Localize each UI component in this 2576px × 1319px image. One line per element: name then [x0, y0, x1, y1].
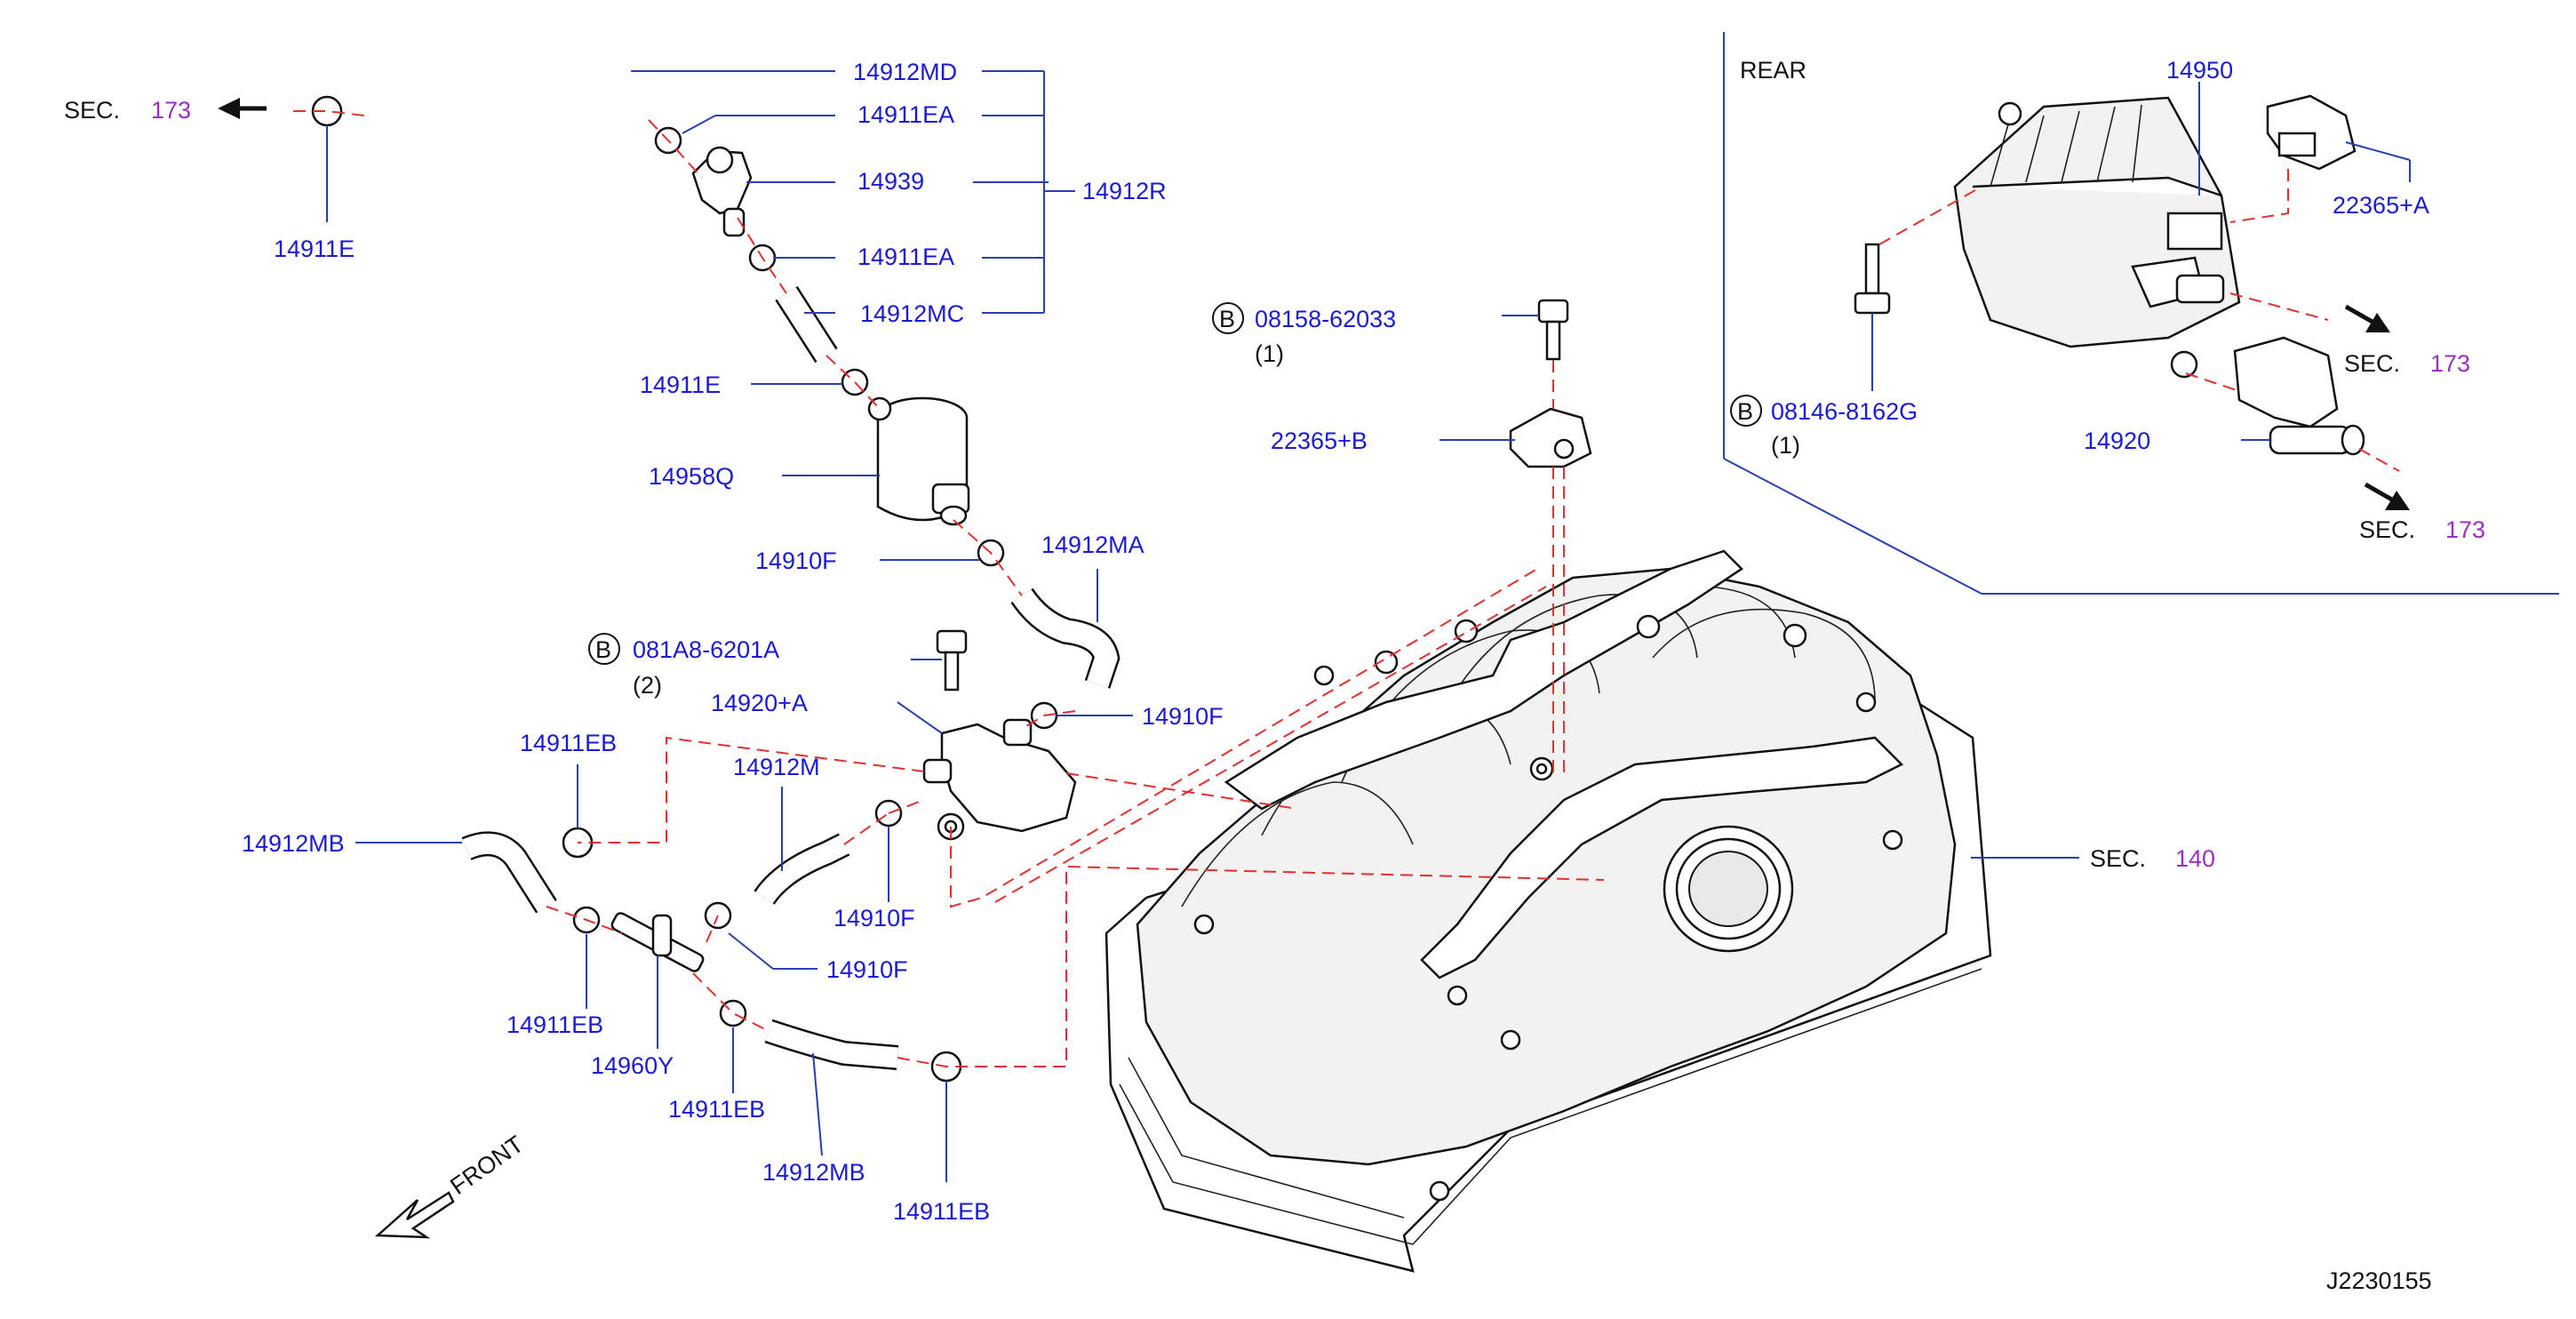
b-mark: B [595, 636, 611, 663]
sec-number: 173 [151, 97, 191, 124]
connector-14960y [610, 912, 705, 972]
bolt-08146-code: 08146-8162G [1771, 398, 1918, 425]
part-22365b: 22365+B [1271, 428, 1368, 454]
part-14911eb-mid: 14911EB [668, 1096, 765, 1123]
part-14910f-top: 14910F [755, 548, 837, 574]
diagram-id: J2230155 [2326, 1267, 2432, 1294]
part-14912md: 14912MD [853, 59, 957, 85]
arrow-right-icon [2344, 304, 2390, 332]
bolt-b-circle-icon: B [588, 633, 620, 665]
part-14960y: 14960Y [591, 1052, 674, 1079]
part-14911eb-bottom: 14911EB [893, 1198, 990, 1225]
part-14910f-lower: 14910F [833, 905, 915, 931]
bolt-b-circle-icon: B [1212, 302, 1244, 334]
sec-number: 173 [2445, 516, 2485, 543]
part-14920: 14920 [2084, 428, 2150, 454]
arrow-right-icon [2364, 482, 2410, 510]
part-14910f-mid: 14910F [1142, 703, 1224, 730]
bolt-08158-qty: (1) [1255, 340, 1284, 367]
bolt-081a8-qty: (2) [633, 672, 662, 699]
sec-label: SEC. [2344, 350, 2400, 377]
part-14911ea-1: 14911EA [857, 101, 954, 128]
sec-label: SEC. [2359, 516, 2415, 543]
bolt-08146 [1854, 243, 1891, 315]
part-14912mb-left: 14912MB [242, 830, 345, 857]
part-14911e-top: 14911E [274, 236, 355, 262]
sec-number: 173 [2430, 350, 2470, 377]
front-label: FRONT [445, 1131, 528, 1200]
part-14912ma: 14912MA [1041, 532, 1144, 558]
part-14912mc: 14912MC [860, 300, 964, 327]
bolt-08158 [1537, 299, 1569, 361]
dashed-routing [293, 110, 2400, 1067]
arrow-left-icon [218, 98, 267, 119]
valve-14920 [2233, 336, 2365, 456]
part-14912r: 14912R [1082, 178, 1167, 204]
leader-lines [326, 70, 2411, 1182]
b-mark: B [1219, 306, 1235, 332]
sensor-22365a [2266, 94, 2357, 171]
part-14911eb-top: 14911EB [520, 730, 617, 756]
valve-14939 [691, 146, 753, 237]
hoses [358, 56, 1121, 1070]
front-arrow-icon [374, 1191, 455, 1239]
b-mark: B [1737, 398, 1753, 425]
sec-label: SEC. [64, 97, 120, 124]
part-14911e-mid: 14911E [640, 372, 721, 398]
part-14911eb-left: 14911EB [506, 1011, 603, 1038]
part-22365a: 22365+A [2333, 192, 2429, 219]
part-14920a: 14920+A [711, 690, 808, 716]
bolt-b-circle-icon: B [1730, 395, 1762, 427]
bolt-081a8-code: 081A8-6201A [633, 636, 779, 663]
part-14912m: 14912M [733, 754, 820, 780]
canister-14950 [1953, 96, 2241, 379]
part-14939: 14939 [857, 168, 924, 195]
part-14910f-low2: 14910F [826, 956, 908, 983]
sensor-22365b [1509, 407, 1592, 468]
part-14950: 14950 [2166, 57, 2233, 84]
bolt-08146-qty: (1) [1771, 432, 1800, 459]
sec-number: 140 [2175, 845, 2215, 872]
part-14911ea-2: 14911EA [857, 244, 954, 270]
bolt-081a8 [936, 629, 968, 691]
sec-label: SEC. [2090, 845, 2146, 872]
intake-manifold [1105, 549, 1992, 1273]
valve-14920a [922, 718, 1077, 841]
filter-14958q [867, 396, 970, 526]
part-14958q: 14958Q [649, 463, 734, 490]
part-14912mb-bottom: 14912MB [762, 1159, 865, 1186]
bolt-08158-code: 08158-62033 [1255, 306, 1396, 332]
rear-label: REAR [1740, 57, 1806, 84]
rear-inset-frame [1723, 32, 2559, 595]
